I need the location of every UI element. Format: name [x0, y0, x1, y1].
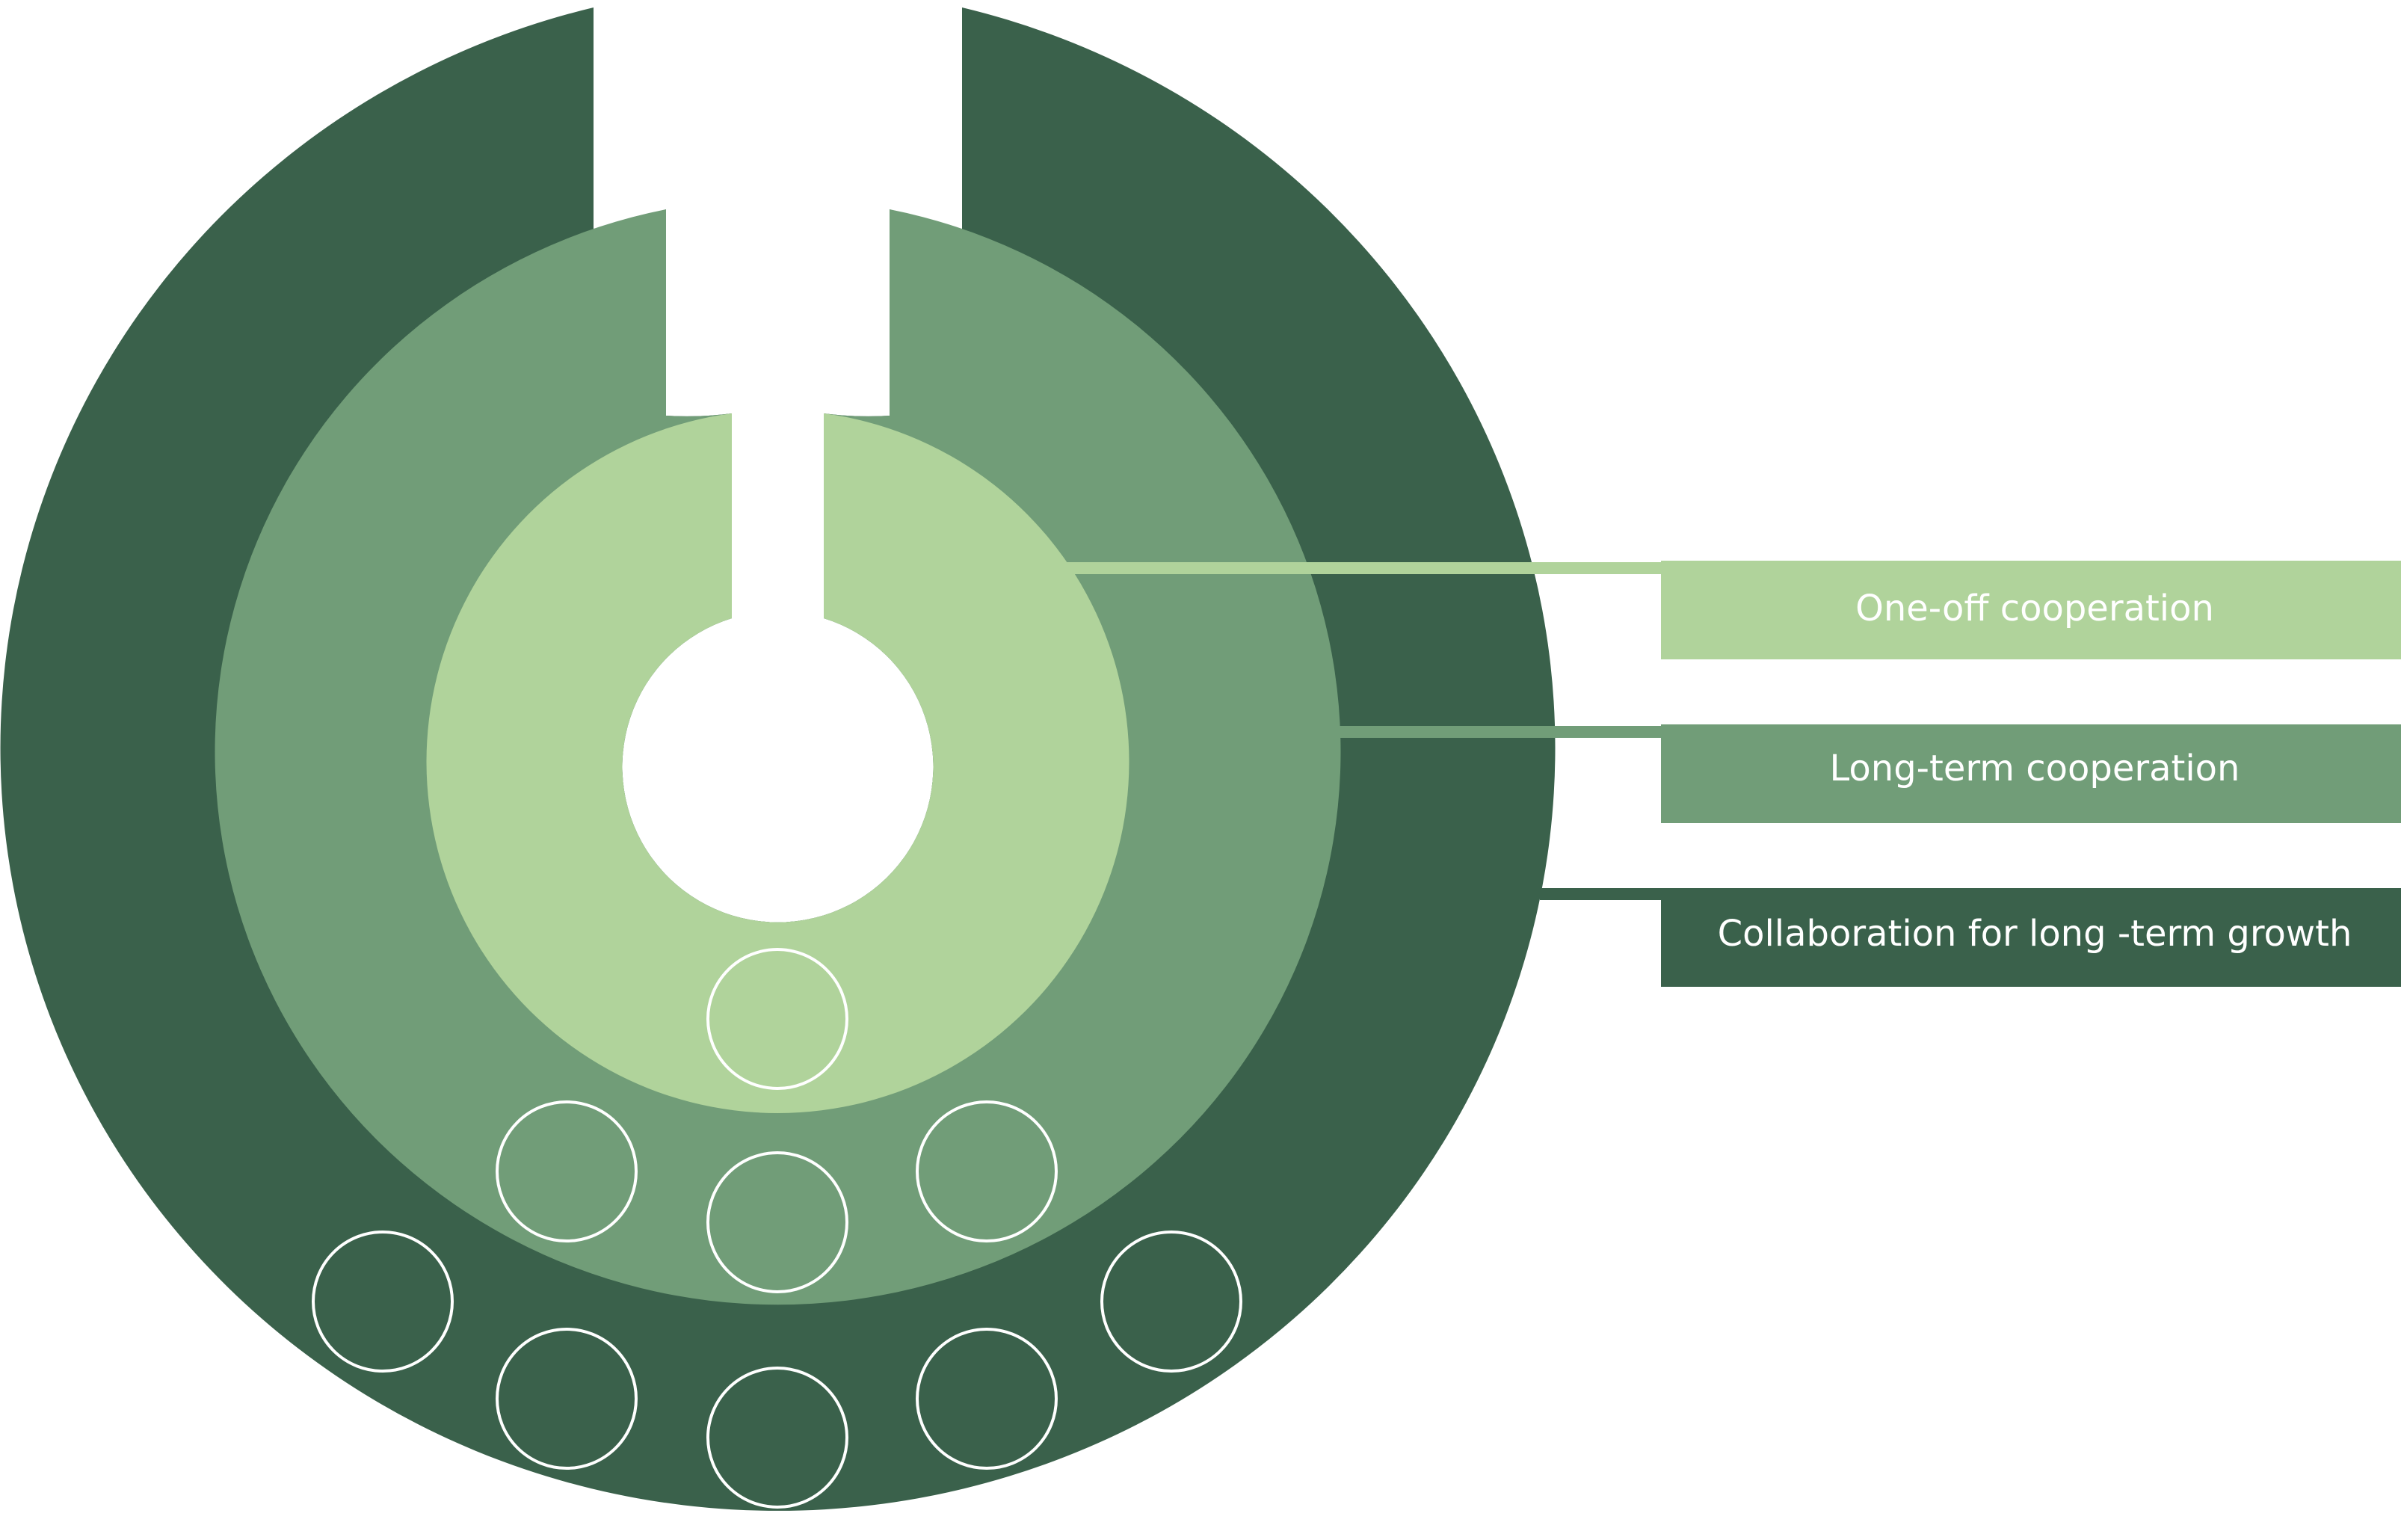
- legend-box-one-off: [1661, 561, 2401, 659]
- middle-ring-circle: [496, 1100, 638, 1242]
- legend-one-off: One-off cooperation: [1661, 561, 2401, 659]
- legend-label-collaboration: Collaboration for long -term growth: [1718, 913, 2352, 955]
- outer-ring-circle: [916, 1328, 1058, 1470]
- legend-long-term: Long-term cooperation: [1661, 724, 2401, 823]
- inner-ring: [426, 413, 1129, 1113]
- legend-box-long-term: [1661, 724, 2401, 823]
- outer-ring-circle: [706, 1367, 848, 1509]
- legend-box-collaboration: [1661, 888, 2401, 987]
- outer-ring-circle: [1100, 1231, 1242, 1373]
- legend-collaboration: Collaboration for long -term growth: [1661, 888, 2401, 987]
- outer-ring-circle: [496, 1328, 638, 1470]
- middle-ring-circle: [706, 1151, 848, 1293]
- legend-label-long-term: Long-term cooperation: [1830, 748, 2240, 789]
- inner-ring-circle: [706, 948, 848, 1090]
- middle-ring: [215, 209, 1341, 1305]
- middle-ring-circle: [916, 1100, 1058, 1242]
- outer-ring-circle: [312, 1231, 454, 1373]
- legend-label-one-off: One-off cooperation: [1855, 588, 2214, 629]
